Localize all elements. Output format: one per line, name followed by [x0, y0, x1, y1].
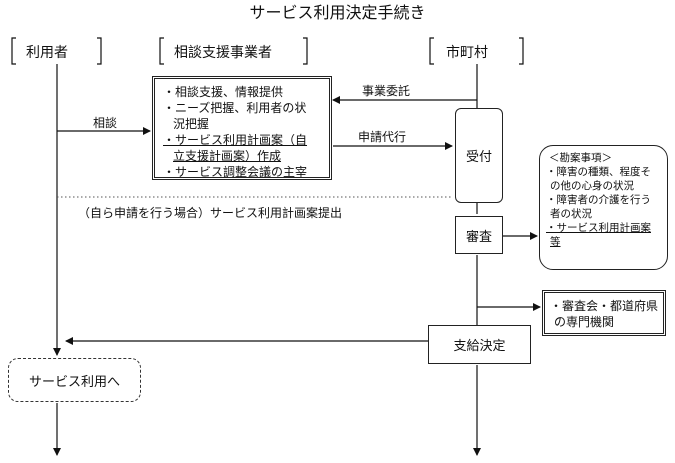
service-use-box: サービス利用へ	[8, 358, 141, 402]
self-apply-label: （自ら申請を行う場合）サービス利用計画案提出	[78, 206, 343, 220]
consult-item-3: 況把握	[173, 117, 210, 131]
considerations-line-1: ・障害の種類、程度そ	[546, 166, 651, 178]
commission-label: 事業委託	[362, 84, 411, 98]
decision-box: 支給決定	[428, 325, 531, 364]
consult-item-6: ・サービス調整会議の主宰	[163, 165, 308, 179]
agency-box: ・審査会・都道府県 の専門機関	[542, 290, 666, 336]
city-bracket-right	[519, 37, 524, 65]
consult-services-box: ・相談支援、情報提供 ・ニーズ把握、利用者の状 況把握 ・サービス利用計画案（自…	[152, 76, 332, 180]
considerations-line-3: ・障害者の介護を行う	[546, 194, 651, 206]
reception-label: 受付	[465, 150, 492, 165]
consult-item-4: ・サービス利用計画案（自	[163, 133, 308, 147]
considerations-line-5: ・サービス利用計画案	[546, 222, 651, 234]
consultant-bracket-left	[159, 37, 164, 65]
user-bracket-left	[11, 37, 16, 65]
considerations-line-4: 者の状況	[550, 208, 592, 220]
actor-user: 利用者	[26, 45, 68, 61]
city-bracket-left	[429, 37, 434, 65]
considerations-line-6: 等	[550, 236, 561, 248]
agency-line-1: ・審査会・都道府県	[550, 299, 659, 313]
service-use-label: サービス利用へ	[28, 374, 120, 390]
review-label: 審査	[465, 229, 492, 245]
actor-consultant: 相談支援事業者	[174, 45, 272, 61]
considerations-line-2: の他の心身の状況	[550, 180, 634, 192]
considerations-box: ＜勘案事項＞ ・障害の種類、程度そ の他の心身の状況 ・障害者の介護を行う 者の…	[539, 145, 668, 270]
consult-item-5: 立支援計画案）作成	[173, 149, 282, 163]
consult-item-2: ・ニーズ把握、利用者の状	[163, 101, 307, 115]
decision-label: 支給決定	[453, 339, 506, 354]
user-bracket-right	[97, 37, 102, 65]
reception-box: 受付	[455, 108, 503, 203]
considerations-heading: ＜勘案事項＞	[549, 152, 612, 164]
actor-city: 市町村	[446, 45, 488, 61]
agency-line-2: の専門機関	[554, 315, 615, 329]
consult-label: 相談	[93, 116, 118, 130]
actor-brackets	[11, 37, 524, 65]
review-box: 審査	[455, 216, 503, 254]
consultant-bracket-right	[303, 37, 308, 65]
diagram-title: サービス利用決定手続き	[249, 3, 426, 22]
proxy-label: 申請代行	[358, 130, 407, 144]
consult-item-1: ・相談支援、情報提供	[163, 85, 284, 99]
